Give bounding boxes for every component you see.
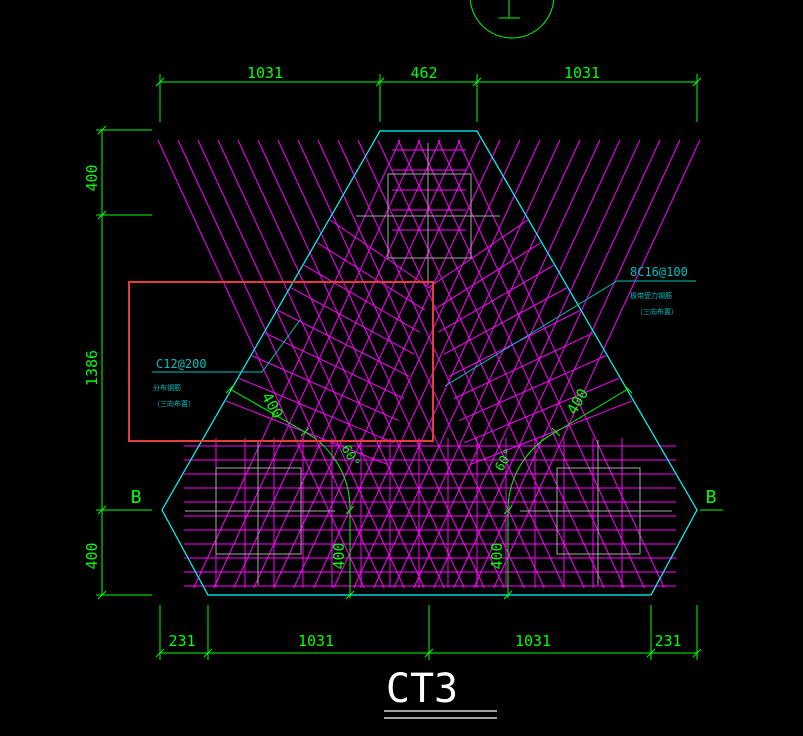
drawing-title-block: CT3 bbox=[384, 666, 497, 719]
callout-left-note1: 分布钢筋 bbox=[153, 383, 181, 392]
rebar-line bbox=[443, 287, 568, 355]
rebar-line bbox=[193, 139, 401, 589]
rebar-line bbox=[317, 139, 525, 589]
rebar-line bbox=[293, 139, 501, 589]
rebar-line bbox=[251, 355, 400, 422]
rebar-line bbox=[469, 400, 633, 466]
dimension-texts: 1031 462 1031 400 1386 400 231 1031 1031… bbox=[83, 64, 716, 650]
rebar-line bbox=[357, 139, 565, 589]
pile-outlines bbox=[185, 143, 672, 585]
rebar-line bbox=[397, 139, 605, 589]
axis-bubble bbox=[469, 0, 555, 39]
rebar-line bbox=[393, 139, 601, 589]
rebar-grid bbox=[157, 139, 701, 589]
rebar-line bbox=[329, 219, 431, 289]
rebar-line bbox=[432, 242, 542, 311]
rebar-line bbox=[253, 139, 461, 589]
rebar-callout-left: C12@200 分布钢筋 （三向布置） bbox=[152, 319, 301, 408]
dim-vert-left: 400 bbox=[330, 542, 348, 569]
rebar-line bbox=[238, 377, 394, 444]
rebar-line bbox=[458, 355, 607, 422]
dim-left-2: 1386 bbox=[83, 350, 101, 386]
callout-right-note2: （三向布置） bbox=[636, 307, 678, 316]
rebar-line bbox=[264, 332, 405, 399]
dim-top-1: 1031 bbox=[247, 64, 283, 82]
callout-right-note1: 板带受力钢筋 bbox=[630, 291, 672, 300]
rebar-line bbox=[433, 139, 641, 589]
rebar-line bbox=[257, 139, 465, 589]
dim-bottom-1: 231 bbox=[168, 632, 195, 650]
dim-bottom-3: 1031 bbox=[515, 632, 551, 650]
drawing-title: CT3 bbox=[386, 666, 458, 712]
callout-left-label: C12@200 bbox=[156, 357, 207, 371]
section-marker-left: B bbox=[131, 487, 142, 508]
rebar-line bbox=[273, 139, 481, 589]
section-marker-right: B bbox=[706, 487, 717, 508]
rebar-line bbox=[277, 139, 485, 589]
callout-right-label: 8C16@100 bbox=[630, 265, 688, 279]
dim-vert-right: 400 bbox=[488, 542, 506, 569]
callout-left-note2: （三向布置） bbox=[153, 399, 195, 408]
rebar-line bbox=[290, 287, 415, 355]
rebar-line bbox=[438, 264, 555, 333]
rebar-line bbox=[316, 242, 426, 311]
rebar-line bbox=[217, 139, 425, 589]
rebar-line bbox=[437, 139, 645, 589]
rebar-line bbox=[213, 139, 421, 589]
dimension-lines bbox=[96, 74, 723, 660]
rebar-line bbox=[417, 139, 625, 589]
rebar-line bbox=[453, 332, 594, 399]
rebar-line bbox=[457, 139, 665, 589]
rebar-line bbox=[493, 139, 701, 589]
rebar-line bbox=[313, 139, 521, 589]
rebar-line bbox=[237, 139, 445, 589]
dim-top-2: 462 bbox=[410, 64, 437, 82]
rebar-line bbox=[233, 139, 441, 589]
rebar-line bbox=[277, 310, 410, 377]
dim-left-3: 400 bbox=[83, 542, 101, 569]
rebar-line bbox=[303, 264, 420, 333]
selection-highlight-box bbox=[128, 281, 434, 442]
rebar-line bbox=[427, 219, 529, 289]
rebar-line bbox=[453, 139, 661, 589]
rebar-line bbox=[333, 139, 541, 589]
rebar-line bbox=[337, 139, 545, 589]
rebar-callout-right: 8C16@100 板带受力钢筋 （三向布置） bbox=[444, 265, 696, 387]
rebar-line bbox=[464, 377, 620, 444]
dim-bottom-4: 231 bbox=[654, 632, 681, 650]
pile-cap-outline bbox=[161, 130, 698, 596]
rebar-line bbox=[373, 139, 581, 589]
rebar-line bbox=[157, 139, 365, 589]
dim-top-3: 1031 bbox=[564, 64, 600, 82]
rebar-line bbox=[197, 139, 405, 589]
dim-left-1: 400 bbox=[83, 164, 101, 191]
rebar-line bbox=[413, 139, 621, 589]
dim-bottom-2: 1031 bbox=[298, 632, 334, 650]
